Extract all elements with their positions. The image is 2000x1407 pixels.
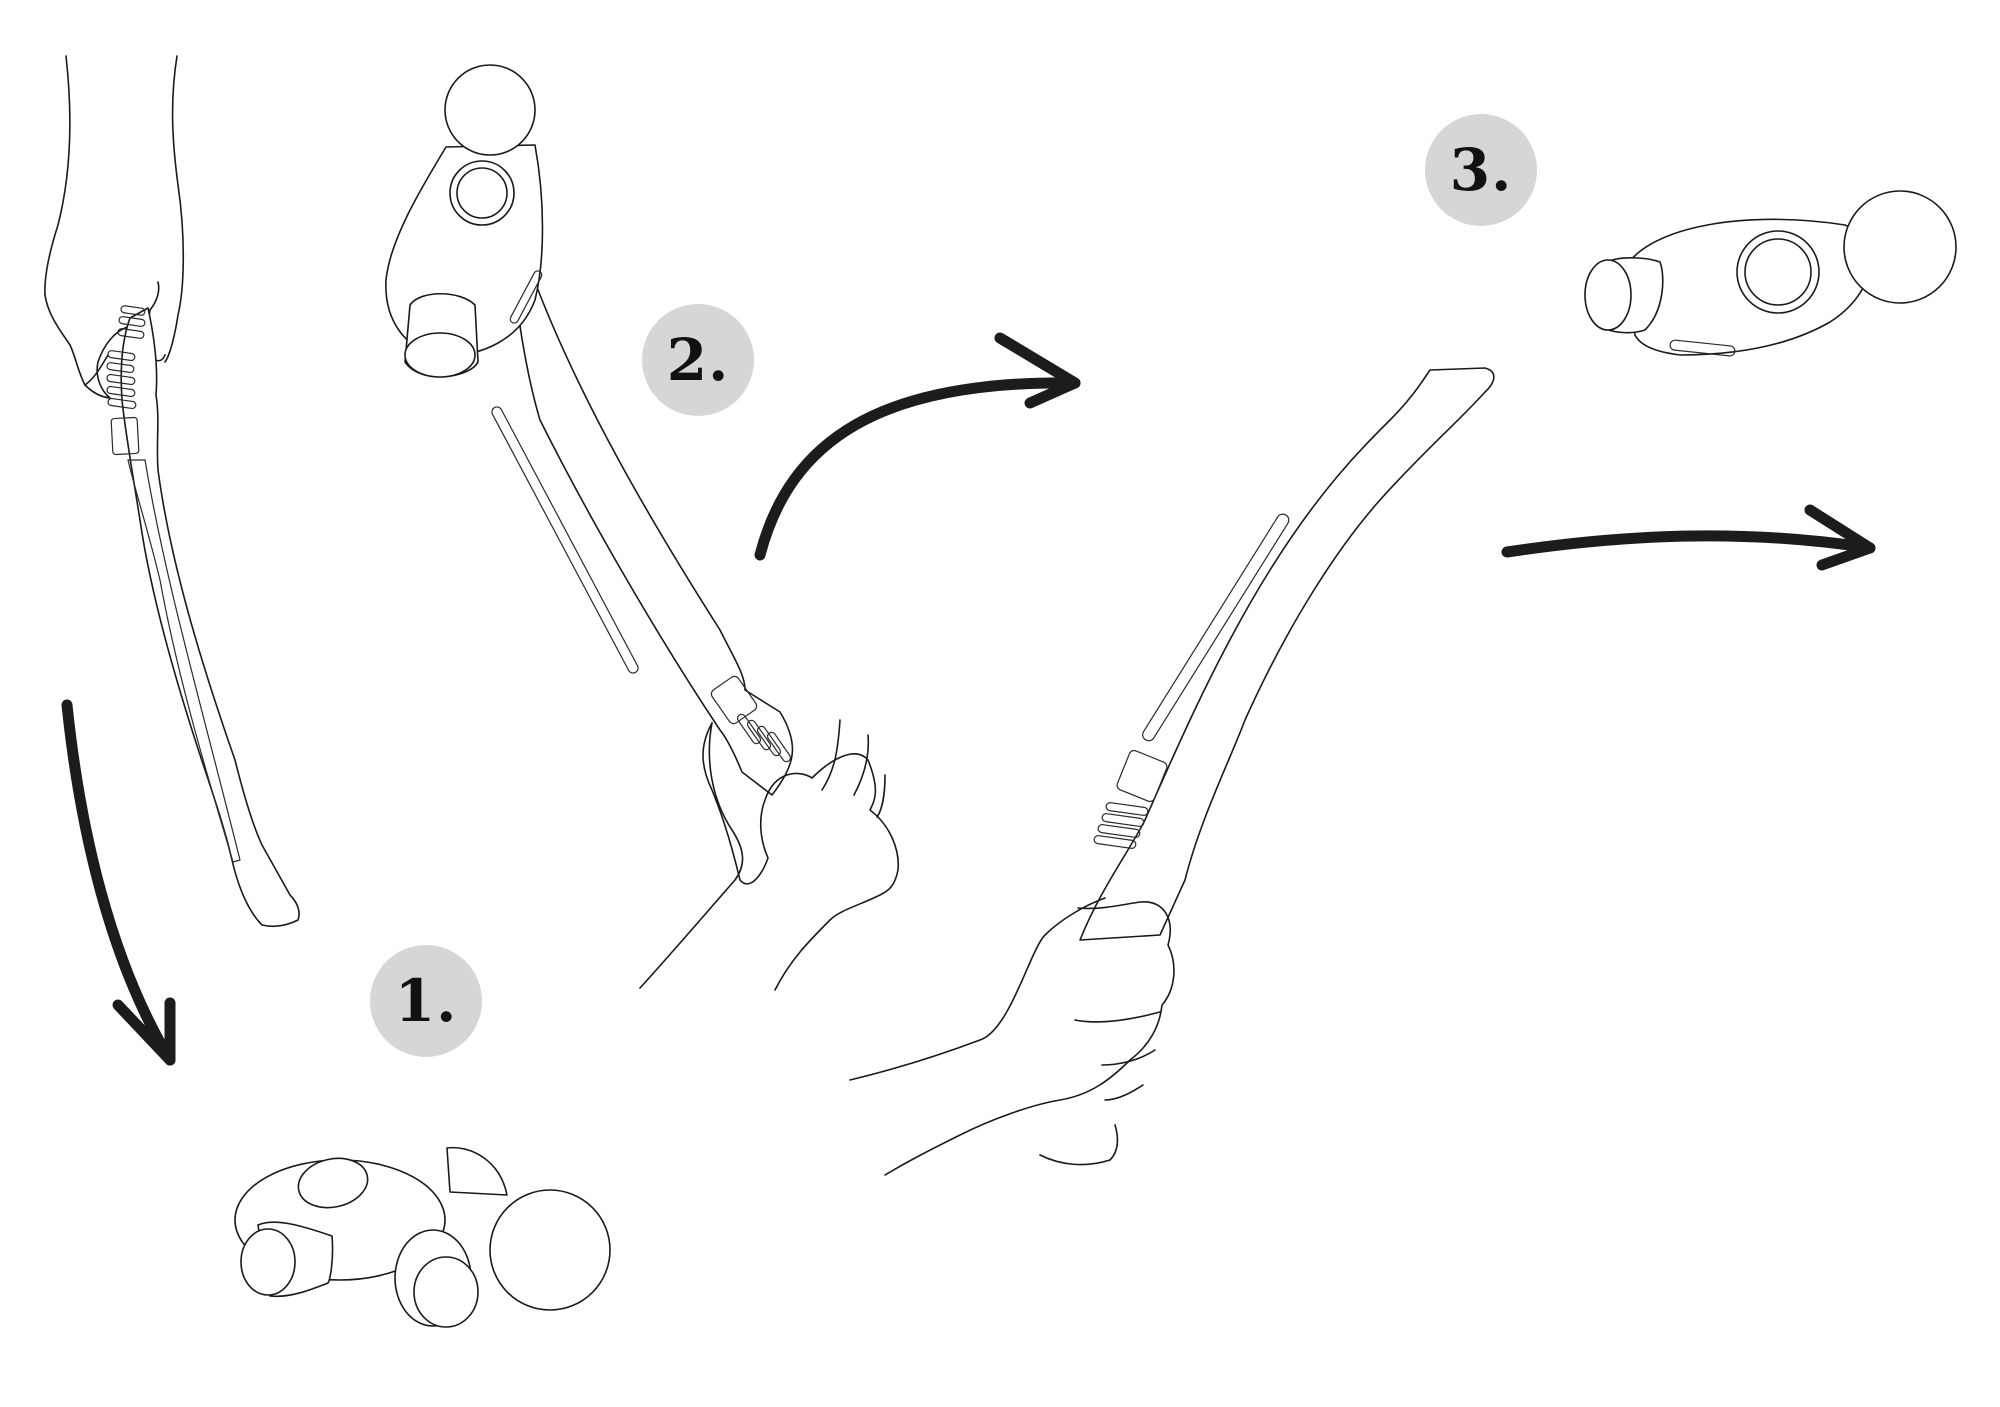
step-2-stick (514, 281, 794, 796)
step-3-grip-pad (1116, 749, 1168, 803)
step-2-illustration (385, 64, 900, 991)
step-1-grip-ribs (106, 305, 146, 410)
step-2-head-ring-inner (456, 167, 508, 219)
step-2-hand (702, 722, 900, 991)
step-3-palm-heel (1039, 1124, 1119, 1166)
step-3-flying-head (1584, 190, 1957, 357)
step-3-stick-channel (1142, 513, 1290, 742)
arrow-curve-up-right-icon (754, 332, 1081, 561)
step-2-thumb (639, 722, 744, 989)
step-3-grip-ribs (1093, 802, 1149, 849)
step-badge-2: 2. (642, 304, 754, 416)
step-badge-3: 3. (1425, 114, 1537, 226)
step-1-forearm-left (44, 55, 71, 296)
step-1-stick-channel (127, 459, 241, 863)
step-2-head-cup-rim (404, 332, 476, 378)
step-3-hand (884, 901, 1175, 1176)
step-2-head-clip (509, 270, 543, 324)
step-3-head-ball (1843, 190, 1957, 304)
step-1-forearm-right (164, 55, 185, 363)
step-3-illustration (849, 190, 1957, 1176)
step-2-knuckles (821, 719, 886, 818)
step-3-stick (1079, 367, 1495, 941)
arrow-down-icon (61, 699, 176, 1066)
step-1-grip-pad (110, 416, 140, 456)
step-2-grip-ribs (736, 713, 792, 763)
arrow-right-icon (1501, 504, 1876, 571)
step-3-finger-creases (1074, 1011, 1161, 1101)
step-2-stick-channel (491, 406, 639, 674)
step-1-stick (120, 307, 300, 927)
step-2-head-ball (444, 64, 536, 156)
step-badge-1: 1. (370, 945, 482, 1057)
step-1-illustration (44, 55, 611, 1328)
step-3-wrist (849, 897, 1106, 1081)
step-1-detached-head (234, 1146, 611, 1328)
